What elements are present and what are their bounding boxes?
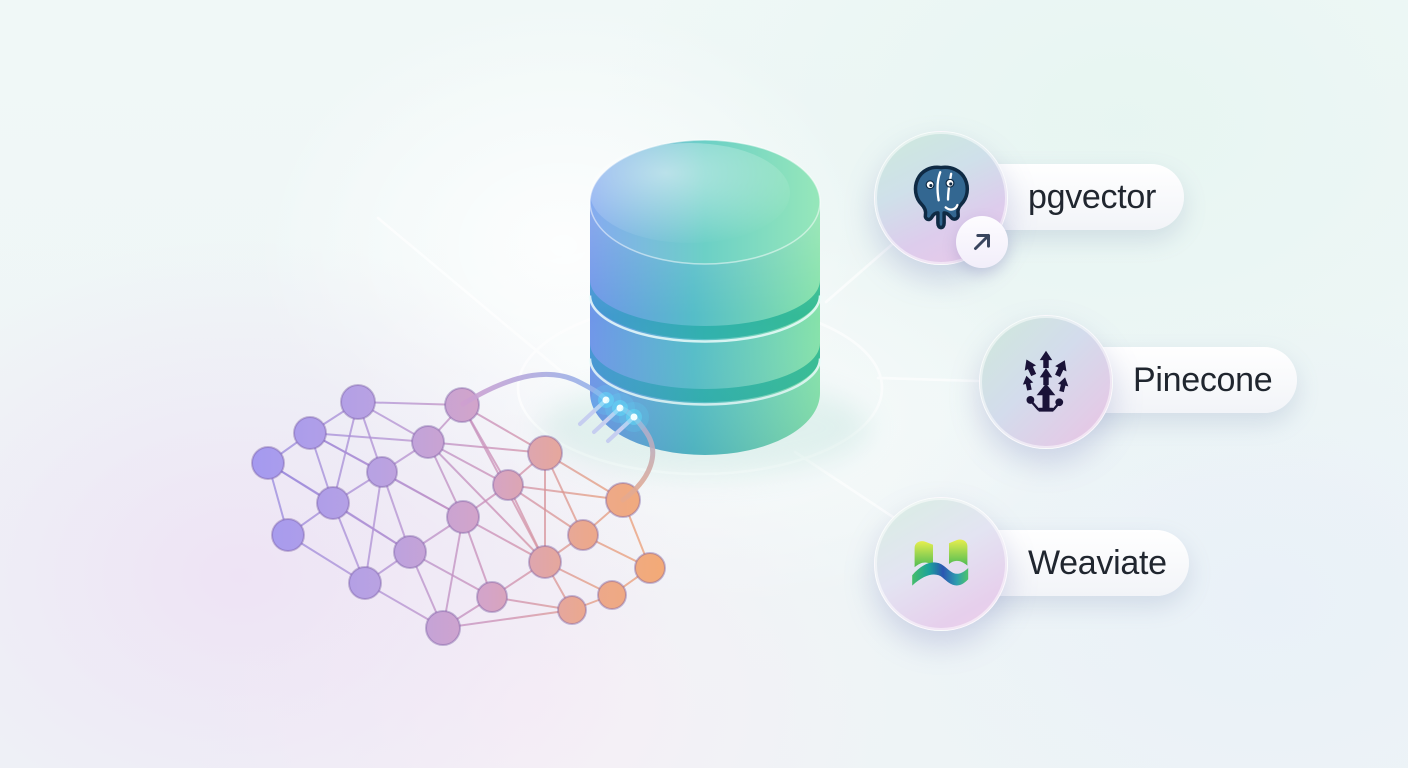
weaviate-logo-circle[interactable] — [874, 497, 1008, 631]
graph-node — [316, 486, 350, 520]
background-diagonal-line — [376, 216, 564, 374]
graph-node — [366, 456, 398, 488]
connector-line-pinecone — [876, 376, 980, 383]
graph-edge — [507, 484, 624, 501]
glow-dot-stub — [578, 398, 608, 426]
glow-dot-core — [616, 404, 624, 412]
pinecone-logo-circle[interactable] — [979, 315, 1113, 449]
glow-dot-stub — [592, 406, 622, 434]
graph-node — [340, 384, 376, 420]
graph-node — [293, 416, 327, 450]
external-link-button[interactable] — [956, 216, 1008, 268]
graph-edge — [357, 401, 463, 406]
graph-node — [476, 581, 508, 613]
graph-node — [557, 595, 587, 625]
graph-node — [251, 446, 285, 480]
connection-wires — [460, 372, 656, 503]
pinecone-label: Pinecone — [1133, 360, 1273, 399]
wire-top — [460, 372, 609, 407]
graph-edge — [364, 471, 383, 584]
graph-node — [348, 566, 382, 600]
weaviate-icon — [912, 539, 969, 586]
graph-node — [528, 545, 562, 579]
glow-dots — [578, 385, 649, 443]
graph-edge — [309, 432, 429, 443]
graph-node — [634, 552, 666, 584]
up-right-arrow-icon — [974, 234, 990, 250]
graph-node — [393, 535, 427, 569]
graph-edge — [442, 516, 464, 629]
pgvector-label: pgvector — [1028, 177, 1157, 216]
graph-node — [597, 580, 627, 610]
pinecone-icon — [1022, 350, 1069, 412]
graph-node — [527, 435, 563, 471]
weaviate-label: Weaviate — [1028, 543, 1167, 582]
wire-bottom — [618, 405, 656, 503]
graph-node — [425, 610, 461, 646]
graph-node — [446, 500, 480, 534]
database-cylinder-icon — [588, 139, 822, 455]
glow-dot-core — [630, 413, 638, 421]
graph-edge — [442, 609, 573, 629]
glow-dot-stub — [606, 415, 636, 443]
graph-node — [271, 518, 305, 552]
graph-node — [492, 469, 524, 501]
glow-dot-core — [602, 396, 610, 404]
graph-node — [567, 519, 599, 551]
graph-node — [411, 425, 445, 459]
postgresql-elephant-icon — [913, 165, 970, 230]
graph-edge — [427, 441, 546, 563]
embedding-graph-nodes — [251, 384, 666, 646]
connector-line-pgvector — [824, 239, 898, 304]
